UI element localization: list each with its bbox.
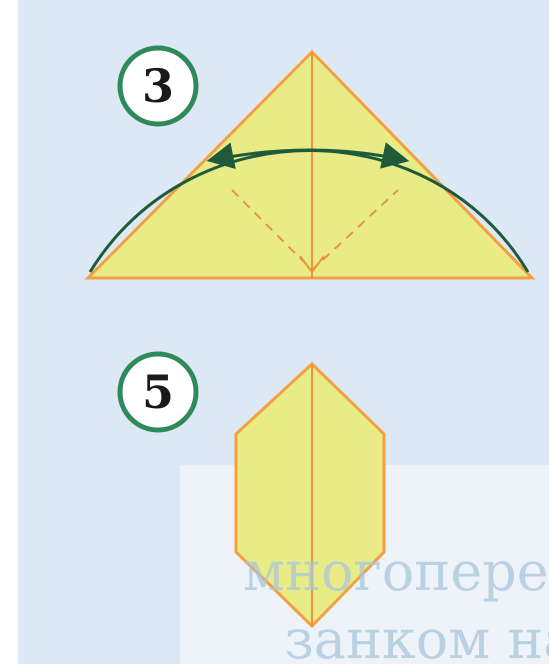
step-5-number: 5 [142, 365, 174, 419]
page-left-margin [0, 0, 18, 664]
step-5-badge: 5 [117, 351, 199, 433]
double-arrow [206, 142, 410, 170]
badge-ring [117, 45, 199, 127]
step-3-figure [84, 49, 536, 280]
bottom-text-line-1: многопере- [243, 540, 549, 603]
dashed-fold-lines [231, 189, 399, 272]
step-5-figure [234, 361, 386, 629]
bottom-text-line-2: занком на [284, 608, 549, 664]
fold-arrow-tip [299, 255, 325, 274]
step-3-number: 3 [142, 59, 174, 113]
badge-ring [117, 351, 199, 433]
step-3-badge: 3 [117, 45, 199, 127]
